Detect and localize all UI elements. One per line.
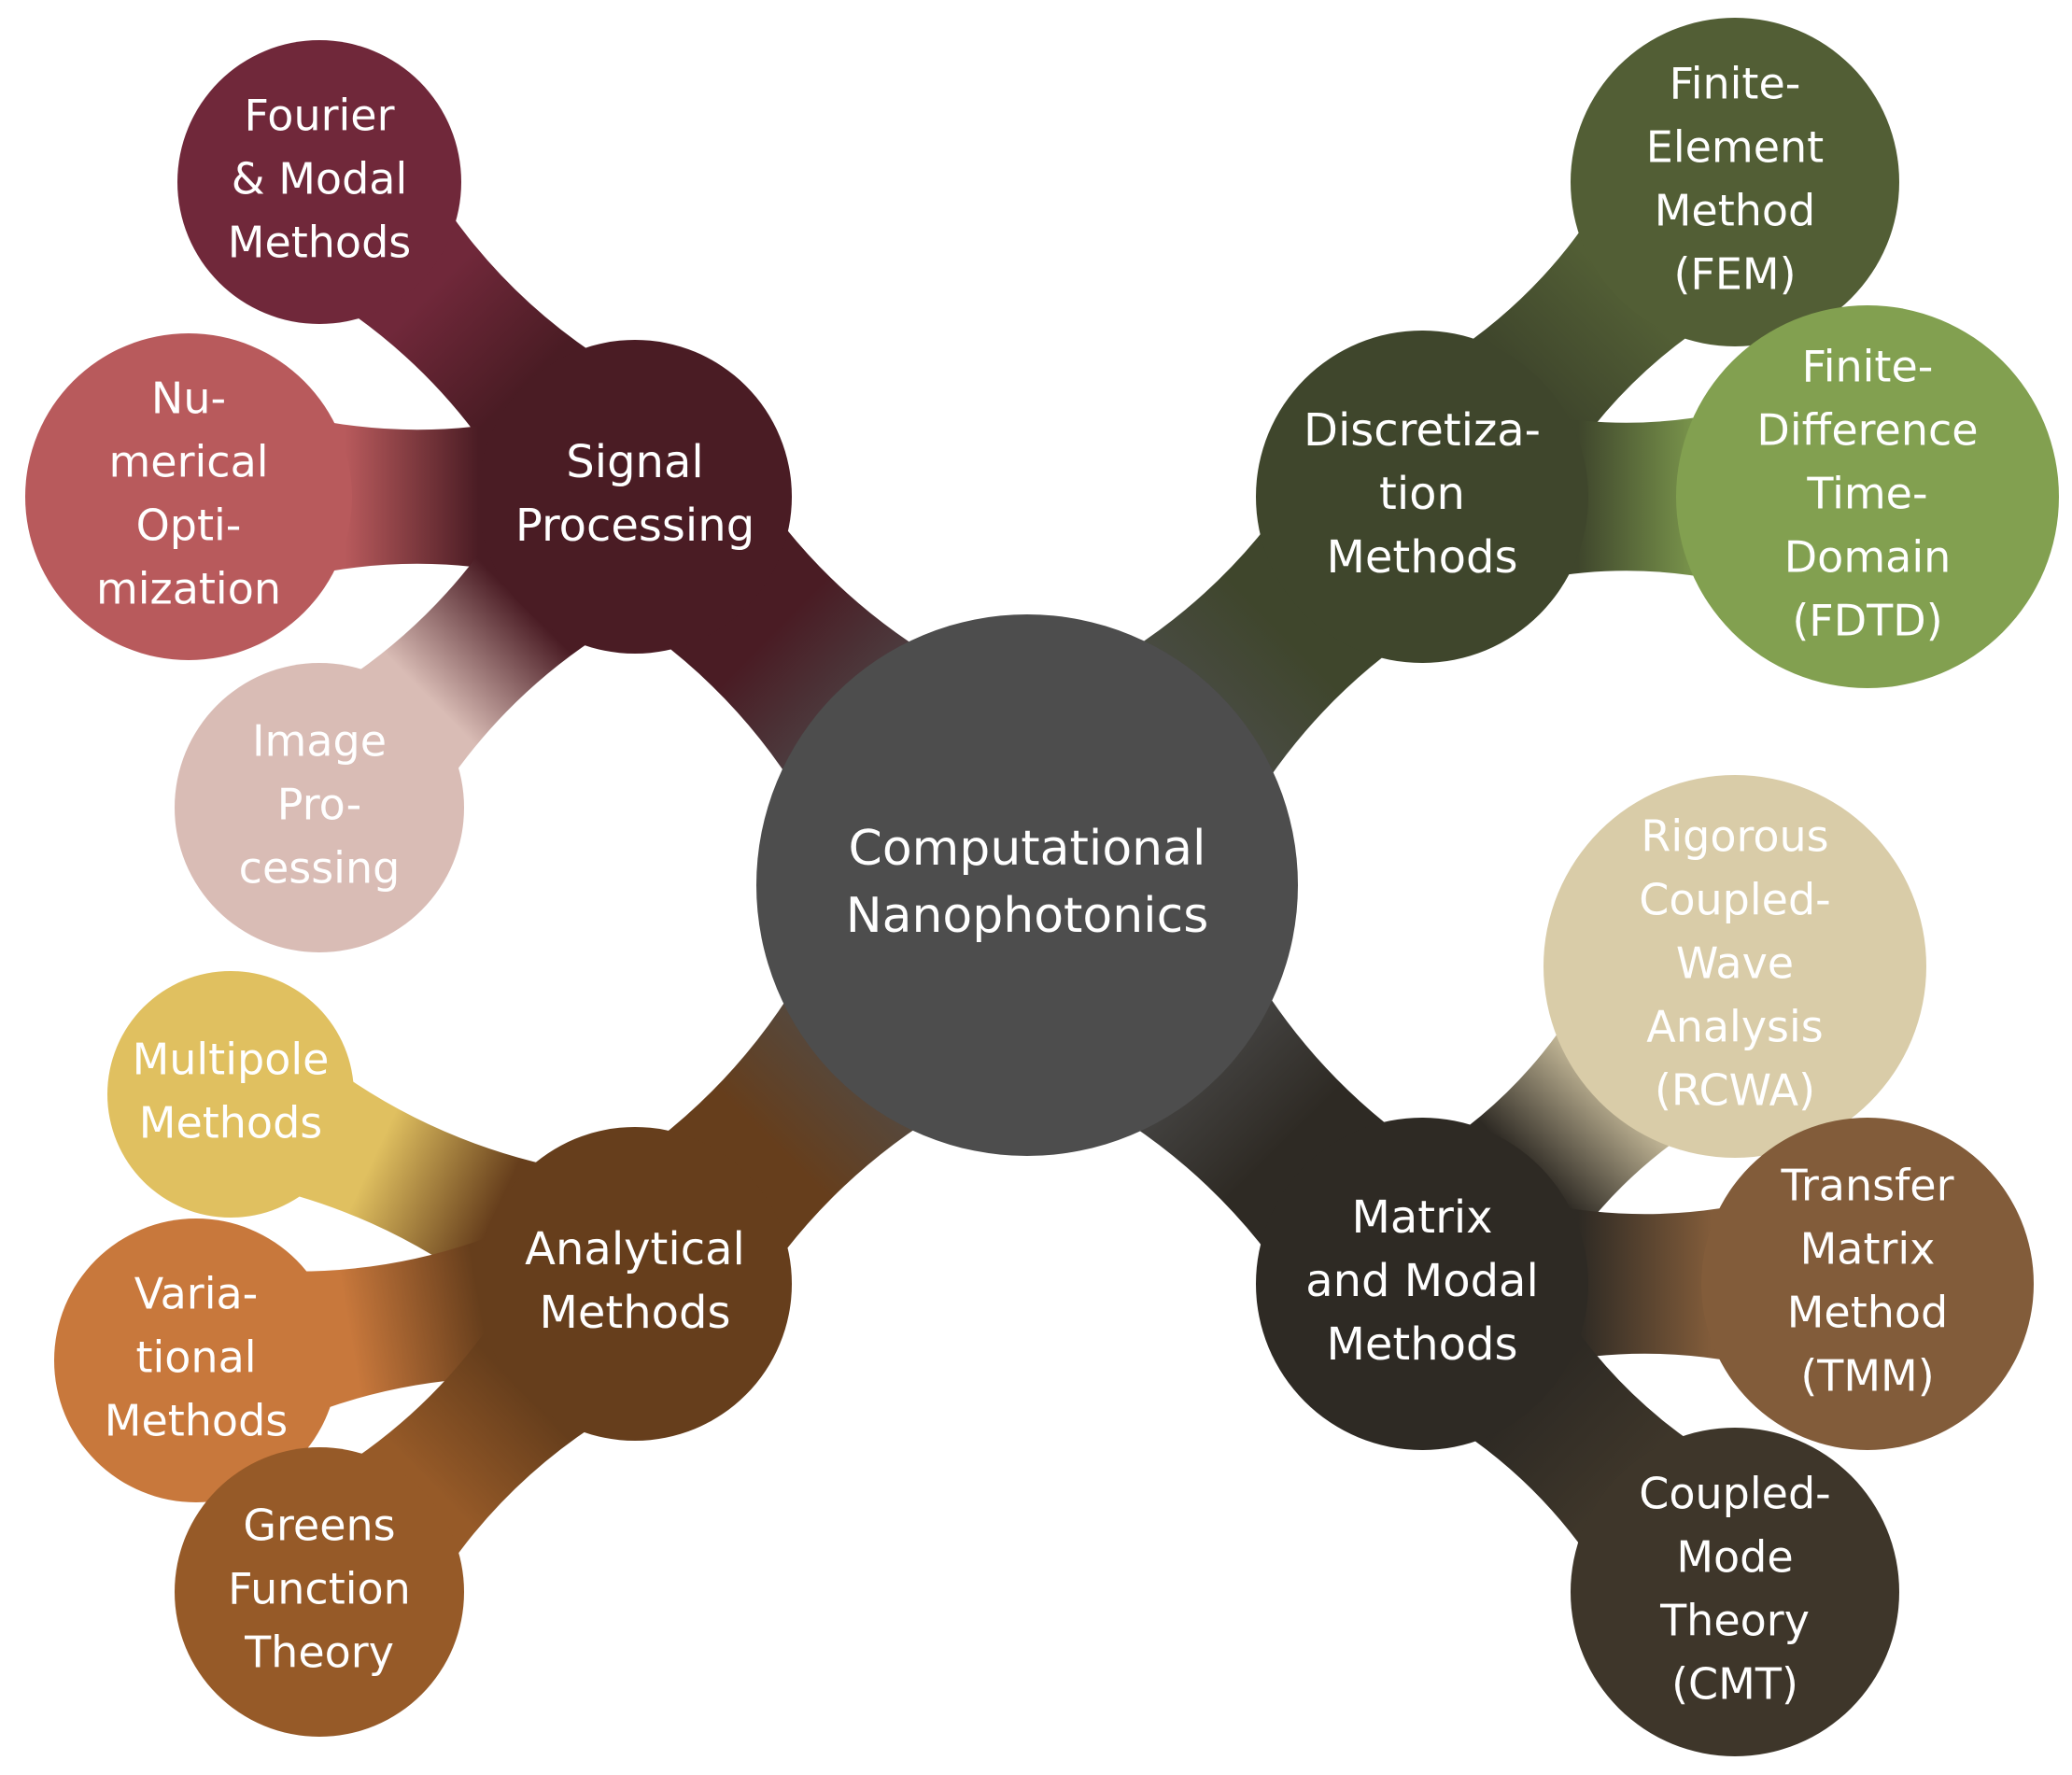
leaf-node-variational-methods-circle bbox=[54, 1219, 338, 1502]
leaf-node-transfer-matrix-method-label-line: Transfer bbox=[1781, 1161, 1954, 1211]
branch-node-matrix-modal-methods-label-line: Methods bbox=[1326, 1318, 1517, 1371]
nodes: ComputationalNanophotonicsSignalProcessi… bbox=[25, 18, 2059, 1756]
leaf-node-numerical-optimization-label-line: Opti- bbox=[136, 500, 242, 551]
leaf-node-greens-function-theory-circle bbox=[175, 1447, 464, 1737]
leaf-node-coupled-mode-theory-circle bbox=[1571, 1428, 1899, 1756]
leaf-node-numerical-optimization-label-line: merical bbox=[108, 437, 268, 487]
leaf-node-greens-function-theory-label-line: Function bbox=[228, 1564, 411, 1614]
branch-node-analytical-methods-circle bbox=[478, 1127, 792, 1441]
leaf-node-finite-element-method-label-line: Element bbox=[1646, 122, 1824, 173]
leaf-node-numerical-optimization-circle bbox=[25, 333, 352, 660]
leaf-node-image-processing-circle bbox=[175, 663, 464, 952]
leaf-node-transfer-matrix-method-label-line: Method bbox=[1787, 1288, 1949, 1338]
leaf-node-fourier-modal-methods-circle bbox=[177, 40, 461, 324]
leaf-node-rcwa-label-line: (RCWA) bbox=[1655, 1065, 1815, 1116]
leaf-node-transfer-matrix-method-label-line: Matrix bbox=[1800, 1224, 1936, 1275]
leaf-node-finite-difference-time-domain-label-line: Domain bbox=[1784, 532, 1952, 583]
leaf-node-variational-methods-label-line: Methods bbox=[105, 1396, 289, 1446]
branch-node-matrix-modal-methods-label-line: Matrix bbox=[1351, 1191, 1492, 1244]
branch-node-discretization-methods-circle bbox=[1256, 331, 1588, 663]
leaf-node-numerical-optimization-label-line: Nu- bbox=[151, 373, 226, 424]
leaf-node-finite-element-method-circle bbox=[1571, 18, 1899, 346]
leaf-node-multipole-methods-label-line: Multipole bbox=[133, 1035, 330, 1085]
leaf-node-finite-difference-time-domain-label-line: (FDTD) bbox=[1792, 596, 1942, 646]
leaf-node-finite-element-method-label-line: Finite- bbox=[1670, 59, 1801, 109]
leaf-node-rcwa-label-line: Analysis bbox=[1646, 1002, 1824, 1052]
branch-node-discretization-methods-label-line: Methods bbox=[1326, 531, 1517, 584]
leaf-node-rcwa-label-line: Coupled- bbox=[1639, 875, 1831, 925]
center-node-label-line: Computational bbox=[849, 821, 1206, 877]
leaf-node-image-processing-label-line: Image bbox=[252, 716, 387, 767]
leaf-node-rcwa-label-line: Wave bbox=[1676, 938, 1794, 989]
leaf-node-numerical-optimization-label-line: mization bbox=[96, 564, 281, 614]
leaf-node-coupled-mode-theory-label-line: Coupled- bbox=[1639, 1469, 1831, 1519]
leaf-node-image-processing-label-line: cessing bbox=[239, 843, 401, 894]
center-node-circle bbox=[756, 614, 1298, 1156]
leaf-node-transfer-matrix-method-label-line: (TMM) bbox=[1800, 1351, 1934, 1402]
leaf-node-finite-difference-time-domain-label-line: Time- bbox=[1806, 469, 1927, 519]
center-node-label-line: Nanophotonics bbox=[846, 888, 1209, 944]
leaf-node-finite-element-method-label-line: Method bbox=[1655, 186, 1816, 236]
leaf-node-multipole-methods-label-line: Methods bbox=[139, 1098, 323, 1148]
leaf-node-finite-element-method-label-line: (FEM) bbox=[1673, 249, 1796, 300]
branch-node-signal-processing-label-line: Signal bbox=[566, 436, 703, 488]
leaf-node-rcwa-label-line: Rigorous bbox=[1641, 811, 1828, 862]
leaf-node-greens-function-theory-label-line: Theory bbox=[244, 1627, 394, 1678]
leaf-node-fourier-modal-methods-label-line: & Modal bbox=[232, 154, 408, 204]
leaf-node-coupled-mode-theory-label-line: Mode bbox=[1676, 1532, 1793, 1583]
leaf-node-finite-difference-time-domain-circle bbox=[1676, 305, 2059, 688]
branch-node-discretization-methods-label-line: Discretiza- bbox=[1304, 404, 1541, 457]
branch-node-signal-processing-label-line: Processing bbox=[515, 500, 754, 552]
leaf-node-image-processing-label-line: Pro- bbox=[277, 780, 361, 830]
branch-node-analytical-methods-label-line: Analytical bbox=[525, 1223, 745, 1275]
branch-node-matrix-modal-methods-circle bbox=[1256, 1118, 1588, 1450]
leaf-node-fourier-modal-methods-label-line: Fourier bbox=[244, 91, 394, 141]
leaf-node-variational-methods-label-line: tional bbox=[135, 1332, 256, 1383]
leaf-node-multipole-methods-circle bbox=[107, 971, 354, 1218]
leaf-node-coupled-mode-theory-label-line: (CMT) bbox=[1671, 1659, 1798, 1710]
leaf-node-transfer-matrix-method-circle bbox=[1701, 1118, 2034, 1450]
leaf-node-rcwa-circle bbox=[1543, 775, 1926, 1158]
branch-node-discretization-methods-label-line: tion bbox=[1379, 468, 1465, 520]
branch-node-matrix-modal-methods-label-line: and Modal bbox=[1305, 1255, 1539, 1307]
leaf-node-finite-difference-time-domain-label-line: Difference bbox=[1756, 405, 1978, 456]
branch-node-signal-processing-circle bbox=[478, 340, 792, 654]
branch-node-analytical-methods-label-line: Methods bbox=[539, 1287, 730, 1339]
leaf-node-fourier-modal-methods-label-line: Methods bbox=[228, 218, 412, 268]
leaf-node-finite-difference-time-domain-label-line: Finite- bbox=[1802, 342, 1934, 392]
leaf-node-greens-function-theory-label-line: Greens bbox=[243, 1500, 395, 1551]
leaf-node-coupled-mode-theory-label-line: Theory bbox=[1659, 1596, 1810, 1646]
leaf-node-variational-methods-label-line: Varia- bbox=[134, 1269, 259, 1319]
